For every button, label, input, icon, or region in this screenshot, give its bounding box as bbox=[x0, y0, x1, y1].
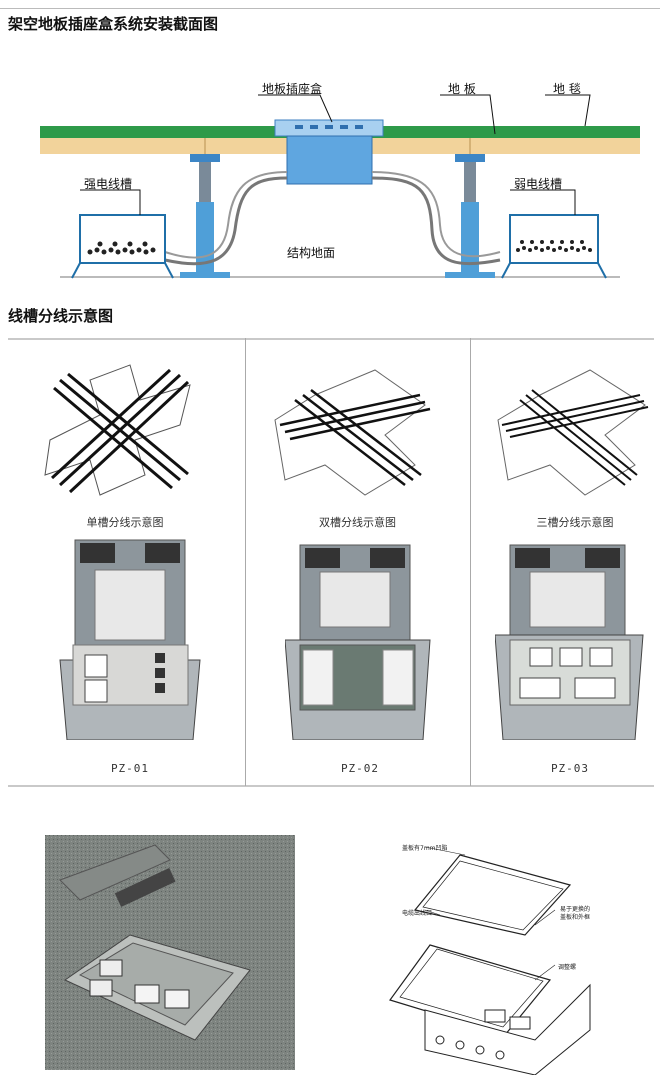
pz03-floor-box-photo bbox=[495, 544, 644, 740]
carpet-label: 地 毯 bbox=[553, 82, 581, 96]
single-trough-split-illustration bbox=[44, 364, 191, 496]
top-divider bbox=[0, 8, 660, 9]
panel1-model: PZ-01 bbox=[110, 762, 150, 775]
adjust-screw-label: 调整螺 bbox=[558, 964, 577, 971]
installed-floor-box-photo bbox=[45, 835, 295, 1070]
installation-cross-section-diagram bbox=[40, 94, 640, 279]
panel2-model: PZ-02 bbox=[340, 762, 380, 775]
floor-label: 地 板 bbox=[448, 82, 476, 96]
triple-trough-split-illustration bbox=[497, 369, 649, 496]
panel3-caption: 三槽分线示意图 bbox=[536, 516, 614, 529]
strong-trough-label: 强电线槽 bbox=[84, 177, 133, 191]
pz01-floor-box-photo bbox=[59, 539, 201, 740]
pz02-floor-box-photo bbox=[285, 544, 431, 740]
socket-box-label: 地板插座盒 bbox=[262, 82, 323, 96]
panel-divider-2 bbox=[470, 338, 471, 786]
panels-bottom-border bbox=[8, 785, 654, 787]
panels-top-border bbox=[8, 338, 654, 340]
weak-trough-label: 弱电线槽 bbox=[514, 177, 563, 191]
panel-divider-1 bbox=[245, 338, 246, 786]
double-trough-split-illustration bbox=[274, 369, 431, 496]
panel3-model: PZ-03 bbox=[550, 762, 590, 775]
easy-replace-label: 易于更换的 bbox=[560, 906, 591, 913]
cover-and-frame-label: 盖板和外框 bbox=[560, 914, 591, 921]
panel2-caption: 双槽分线示意图 bbox=[319, 516, 396, 529]
cover-recess-label: 盖板有7mm凹陷 bbox=[402, 845, 448, 852]
panel1-caption: 单槽分线示意图 bbox=[86, 516, 164, 529]
structure-floor-label: 结构地面 bbox=[287, 246, 336, 260]
cable-exit-label: 电缆出线口 bbox=[402, 910, 433, 917]
section1-title: 架空地板插座盒系统安装截面图 bbox=[8, 15, 219, 33]
section2-title: 线槽分线示意图 bbox=[8, 307, 114, 325]
exploded-floor-box-diagram bbox=[389, 846, 591, 1075]
